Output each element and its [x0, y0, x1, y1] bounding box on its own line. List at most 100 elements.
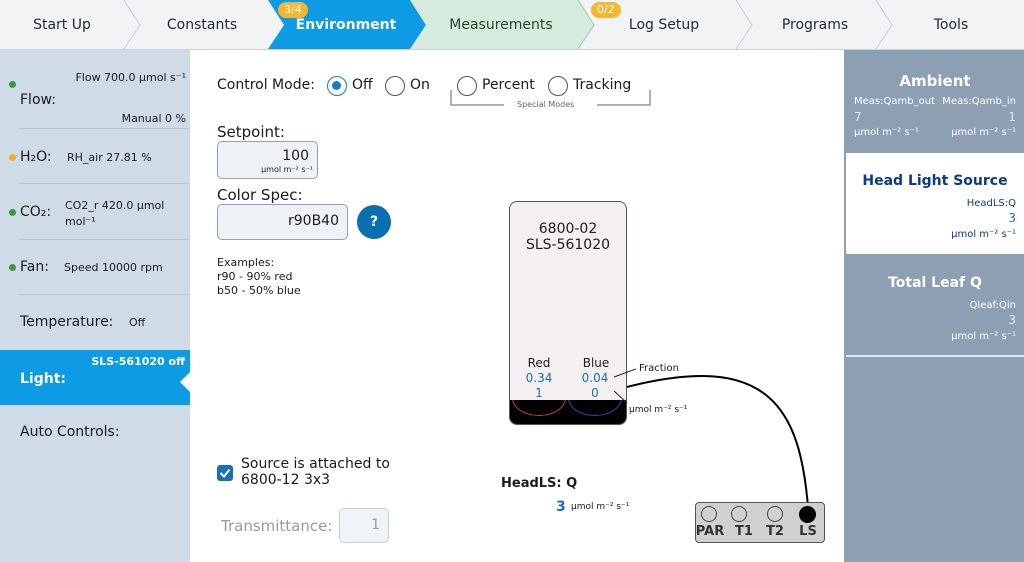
example-red: r90 - 90% red: [217, 270, 293, 283]
tab-label: Environment: [295, 16, 397, 33]
total-leaf-q-card[interactable]: Total Leaf Q Qleaf:Qin 3 µmol m⁻² s⁻¹: [846, 255, 1024, 357]
temperature-value: Off: [129, 316, 146, 329]
mode-on-radio[interactable]: [385, 76, 405, 96]
tab-label: Tools: [933, 16, 969, 33]
h2o-value: RH_air 27.81 %: [67, 151, 152, 164]
total-leaf-q-title: Total Leaf Q: [888, 275, 982, 291]
tab-environment[interactable]: Environment: [284, 0, 408, 49]
red-label: Red: [527, 356, 551, 370]
port-label-t2: T2: [766, 524, 784, 539]
total-leaf-value: 3: [1008, 313, 1016, 327]
tab-label: Measurements: [449, 16, 553, 33]
ls-port-icon: [799, 506, 816, 523]
sidebar-item-label: CO₂:: [20, 204, 52, 220]
tab-tools[interactable]: Tools: [892, 0, 1010, 49]
sidebar-item-label: Flow:: [20, 92, 56, 108]
device-model: 6800-02: [538, 221, 598, 237]
tab-programs[interactable]: Programs: [752, 0, 878, 49]
head-light-key: HeadLS:Q: [966, 198, 1016, 209]
tab-badge-environment: 3/4: [278, 2, 308, 18]
source-attached-label-line1[interactable]: Source is attached to: [241, 456, 390, 472]
source-attached-label-line2[interactable]: 6800-12 3x3: [241, 472, 331, 488]
sidebar-item-temperature[interactable]: Temperature: Off: [0, 295, 190, 350]
top-nav-bar: Start Up Constants Environment 3/4 Measu…: [0, 0, 1024, 50]
sidebar-item-label: Fan:: [20, 259, 49, 275]
par-port-icon: [701, 506, 717, 522]
mode-tracking-radio[interactable]: [548, 76, 568, 96]
color-spec-input[interactable]: r90B40: [217, 204, 348, 240]
special-modes-label: Special Modes: [517, 100, 575, 109]
port-label-ls: LS: [799, 524, 817, 539]
tab-measurements[interactable]: Measurements: [426, 0, 576, 49]
tab-badge-log-setup: 0/2: [591, 2, 621, 18]
port-label-par: PAR: [695, 524, 725, 539]
diagram-connectors: [613, 368, 809, 508]
setpoint-unit: µmol m⁻² s⁻¹: [261, 165, 313, 174]
sidebar-item-auto-controls[interactable]: Auto Controls:: [0, 405, 190, 460]
status-dot: [9, 209, 16, 216]
tab-label: Start Up: [33, 16, 91, 33]
sidebar: Flow: Flow 700.0 µmol s⁻¹ Manual 0 % H₂O…: [0, 50, 190, 562]
light-source-base: [510, 380, 626, 424]
device-serial: SLS-561020: [525, 237, 611, 253]
blue-label: Blue: [582, 356, 610, 370]
head-light-source-title: Head Light Source: [862, 173, 1008, 189]
flow-value: Flow 700.0 µmol s⁻¹: [75, 71, 186, 84]
source-attached-checkbox[interactable]: [217, 465, 233, 481]
mode-on-label[interactable]: On: [410, 77, 430, 93]
port-label-t1: T1: [735, 524, 753, 539]
sidebar-item-label: Light:: [20, 371, 66, 387]
fraction-label: Fraction: [639, 363, 679, 374]
color-spec-value: r90B40: [288, 213, 339, 229]
headls-unit: µmol m⁻² s⁻¹: [571, 502, 630, 512]
sidebar-item-fan[interactable]: Fan: Speed 10000 rpm: [0, 240, 190, 295]
light-value: SLS-561020 off: [91, 355, 185, 368]
total-leaf-unit: µmol m⁻² s⁻¹: [951, 331, 1016, 342]
ambient-right-unit: µmol m⁻² s⁻¹: [951, 127, 1016, 138]
transmittance-input[interactable]: 1: [339, 508, 389, 543]
summary-panel: Ambient Meas:Qamb_out Meas:Qamb_in 7 1 µ…: [844, 50, 1024, 562]
ambient-right-key: Meas:Qamb_in: [942, 96, 1016, 107]
ambient-card[interactable]: Ambient Meas:Qamb_out Meas:Qamb_in 7 1 µ…: [846, 52, 1024, 152]
total-leaf-key: Qleaf:Qin: [969, 300, 1016, 311]
transmittance-value: 1: [371, 517, 380, 533]
mode-tracking-label[interactable]: Tracking: [573, 77, 632, 93]
status-dot: [9, 264, 16, 271]
headls-value: 3: [556, 499, 566, 515]
head-light-source-card[interactable]: Head Light Source HeadLS:Q 3 µmol m⁻² s⁻…: [846, 153, 1024, 254]
fan-value: Speed 10000 rpm: [64, 261, 163, 274]
tab-label: Constants: [166, 16, 238, 33]
sidebar-item-label: Auto Controls:: [20, 424, 120, 440]
setpoint-input[interactable]: 100 µmol m⁻² s⁻¹: [217, 141, 318, 179]
special-modes-bracket: [450, 90, 651, 106]
color-spec-label: Color Spec:: [217, 186, 303, 204]
light-settings-panel: Control Mode: Off On Percent Tracking Sp…: [190, 50, 844, 562]
tab-log-setup[interactable]: Log Setup: [594, 0, 734, 49]
help-button[interactable]: ?: [357, 205, 391, 239]
tab-constants[interactable]: Constants: [140, 0, 264, 49]
mode-percent-radio[interactable]: [457, 76, 477, 96]
mode-off-radio[interactable]: [327, 76, 347, 96]
unit-label: µmol m⁻² s⁻¹: [629, 405, 688, 415]
tab-label: Programs: [781, 16, 849, 33]
ambient-title: Ambient: [899, 72, 971, 90]
transmittance-label: Transmittance:: [221, 517, 333, 535]
sidebar-item-co2[interactable]: CO₂: CO2_r 420.0 µmol mol⁻¹: [0, 184, 190, 240]
mode-percent-label[interactable]: Percent: [482, 77, 535, 93]
light-source-diagram: [509, 201, 627, 425]
headls-label: HeadLS: Q: [501, 476, 578, 491]
flow-mode-value: Manual 0 %: [121, 112, 186, 125]
status-dot: [9, 81, 16, 88]
ambient-left-key: Meas:Qamb_out: [854, 96, 935, 107]
sidebar-item-light[interactable]: Light: SLS-561020 off: [0, 350, 190, 405]
sidebar-item-flow[interactable]: Flow: Flow 700.0 µmol s⁻¹ Manual 0 %: [0, 50, 190, 129]
head-light-value: 3: [1008, 211, 1016, 225]
tab-start-up[interactable]: Start Up: [0, 0, 124, 49]
t2-port-icon: [767, 506, 783, 522]
mode-off-label[interactable]: Off: [352, 77, 373, 93]
examples-title: Examples:: [217, 256, 275, 269]
sidebar-item-h2o[interactable]: H₂O: RH_air 27.81 %: [0, 129, 190, 184]
co2-value: CO2_r 420.0 µmol mol⁻¹: [65, 199, 165, 228]
blue-fraction: 0.04: [581, 371, 609, 385]
setpoint-label: Setpoint:: [217, 123, 285, 141]
